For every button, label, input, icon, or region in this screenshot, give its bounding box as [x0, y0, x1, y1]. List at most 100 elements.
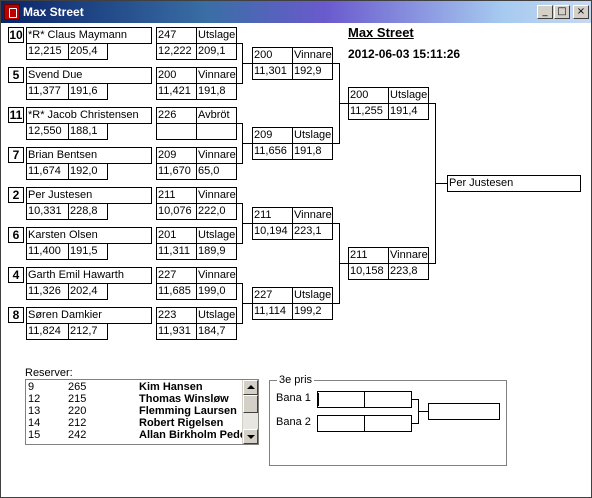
reserve-name: Robert Rigelsen	[139, 417, 224, 429]
match-total-avg: 191,8	[196, 83, 237, 100]
close-button[interactable]: ×	[573, 5, 589, 19]
match-total: 11,311	[156, 243, 197, 260]
player-average: 191,5	[68, 243, 108, 260]
player-name[interactable]: Svend Due	[26, 67, 152, 84]
match-total-avg: 65,0	[196, 163, 237, 180]
reserves-scrollbar[interactable]	[242, 380, 258, 444]
scroll-up-icon[interactable]	[243, 380, 258, 395]
match-total-avg	[196, 123, 237, 140]
scroll-down-icon[interactable]	[243, 429, 258, 444]
reserve-score: 215	[68, 393, 87, 405]
final-result: Vinnare	[388, 247, 429, 264]
semi-total: 11,114	[252, 303, 293, 320]
bana2-player-a[interactable]	[317, 415, 365, 432]
semi-score: 211	[252, 207, 293, 224]
seed-number: 6	[8, 227, 24, 243]
match-total-avg: 209,1	[196, 43, 237, 60]
match-total-avg: 199,0	[196, 283, 237, 300]
reserve-name: Kim Hansen	[139, 381, 203, 393]
maximize-button[interactable]: □	[554, 5, 570, 19]
bracket-connector	[242, 303, 252, 304]
match-total: 12,222	[156, 43, 197, 60]
match-result: Utslagen	[196, 27, 237, 44]
bracket-connector	[237, 323, 243, 324]
match-score: 226	[156, 107, 197, 124]
final-result: Utslagen	[388, 87, 429, 104]
third-prize-group	[269, 380, 507, 466]
reserve-name: Allan Birkholm Pedersen	[139, 429, 259, 441]
app-icon[interactable]	[4, 4, 20, 20]
semi-score: 227	[252, 287, 293, 304]
title-bar: Max Street _ □ ×	[1, 1, 591, 23]
player-name[interactable]: Per Justesen	[26, 187, 152, 204]
window-title: Max Street	[23, 5, 84, 19]
match-score: 209	[156, 147, 197, 164]
seed-number: 5	[8, 67, 24, 83]
match-total: 11,421	[156, 83, 197, 100]
bana1-player-a[interactable]	[317, 391, 365, 408]
player-name[interactable]: *R* Claus Maymann	[26, 27, 152, 44]
player-name[interactable]: Karsten Olsen	[26, 227, 152, 244]
minimize-button[interactable]: _	[537, 5, 553, 19]
bracket-connector	[412, 423, 419, 424]
reserve-score: 265	[68, 381, 87, 393]
bracket-connector	[435, 183, 447, 184]
match-result: Avbröt	[196, 107, 237, 124]
bana1-player-b[interactable]	[364, 391, 412, 408]
bracket-connector	[237, 283, 243, 284]
final-total-avg: 223,8	[388, 263, 429, 280]
reserves-label: Reserver:	[25, 367, 73, 379]
reserve-number: 13	[28, 405, 41, 417]
bracket-connector	[242, 63, 252, 64]
bana1-text-caret	[318, 393, 319, 406]
bracket-connector	[242, 223, 252, 224]
final-total: 11,255	[348, 103, 389, 120]
bracket-connector	[237, 123, 243, 124]
player-average: 192,0	[68, 163, 108, 180]
bracket-connector	[333, 143, 340, 144]
player-average: 228,8	[68, 203, 108, 220]
bana2-label: Bana 2	[276, 416, 311, 428]
player-name[interactable]: *R* Jacob Christensen	[26, 107, 152, 124]
bracket-connector	[429, 103, 436, 104]
player-name[interactable]: Søren Damkier	[26, 307, 152, 324]
bana2-player-b[interactable]	[364, 415, 412, 432]
reserve-score: 242	[68, 429, 87, 441]
semi-total: 11,656	[252, 143, 293, 160]
match-result: Vinnare	[196, 67, 237, 84]
reserve-name: Flemming Laursen	[139, 405, 237, 417]
tournament-datetime: 2012-06-03 15:11:26	[348, 47, 461, 61]
semi-total-avg: 223,1	[292, 223, 333, 240]
player-name[interactable]: Brian Bentsen	[26, 147, 152, 164]
winner-name[interactable]: Per Justesen	[447, 175, 581, 192]
player-name[interactable]: Garth Emil Hawarth	[26, 267, 152, 284]
bracket-connector	[237, 163, 243, 164]
bracket-connector	[333, 303, 340, 304]
semi-total-avg: 199,2	[292, 303, 333, 320]
match-total	[156, 123, 197, 140]
match-result: Utslagen	[196, 227, 237, 244]
match-result: Vinnare	[196, 187, 237, 204]
semi-score: 209	[252, 127, 293, 144]
match-score: 211	[156, 187, 197, 204]
match-score: 201	[156, 227, 197, 244]
seed-number: 8	[8, 307, 24, 323]
final-total-avg: 191,4	[388, 103, 429, 120]
bracket-connector	[237, 83, 243, 84]
third-prize-legend: 3e pris	[277, 374, 315, 386]
bracket-connector	[339, 103, 348, 104]
semi-total-avg: 192,9	[292, 63, 333, 80]
reserve-name: Thomas Winsløw	[139, 393, 229, 405]
bana1-label: Bana 1	[276, 392, 311, 404]
scroll-thumb[interactable]	[243, 395, 258, 413]
reserve-score: 212	[68, 417, 87, 429]
seed-number: 7	[8, 147, 24, 163]
semi-total: 11,301	[252, 63, 293, 80]
third-prize-winner[interactable]	[428, 403, 500, 420]
